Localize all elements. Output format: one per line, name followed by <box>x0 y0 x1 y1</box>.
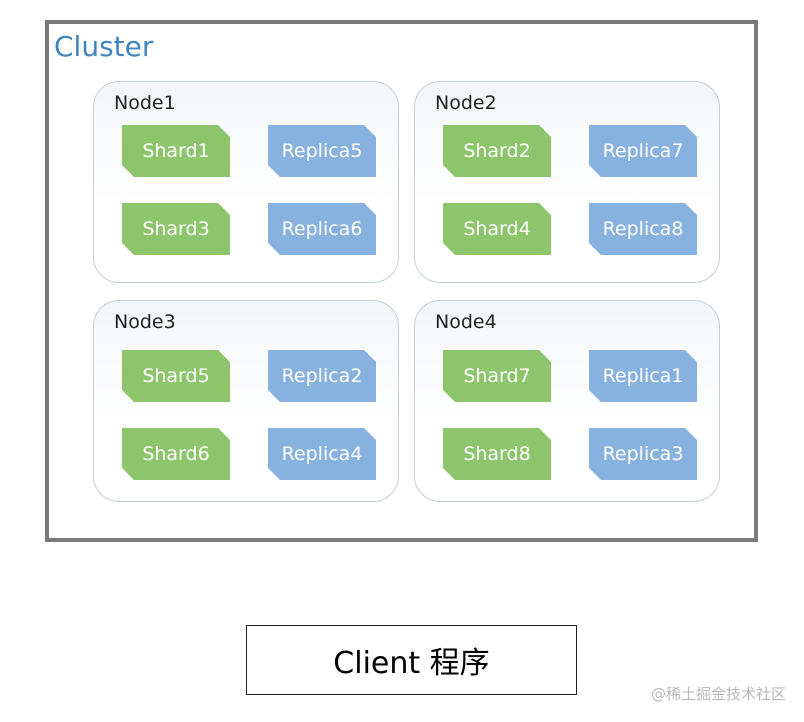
shard-replica: Replica5 <box>268 125 376 177</box>
shard-primary: Shard2 <box>443 125 551 177</box>
node-title: Node2 <box>435 92 497 114</box>
shard-primary: Shard4 <box>443 203 551 255</box>
shard-replica: Replica7 <box>589 125 697 177</box>
shard-primary: Shard1 <box>122 125 230 177</box>
client-box: Client 程序 <box>246 625 577 695</box>
shard-replica: Replica1 <box>589 350 697 402</box>
node-title: Node3 <box>114 311 176 333</box>
node-2: Node2 Shard2 Replica7 Shard4 Replica8 <box>414 81 720 283</box>
shard-replica: Replica3 <box>589 428 697 480</box>
cluster-title: Cluster <box>54 30 154 63</box>
node-3: Node3 Shard5 Replica2 Shard6 Replica4 <box>93 300 399 502</box>
node-title: Node4 <box>435 311 497 333</box>
node-4: Node4 Shard7 Replica1 Shard8 Replica3 <box>414 300 720 502</box>
shard-primary: Shard7 <box>443 350 551 402</box>
shard-primary: Shard6 <box>122 428 230 480</box>
cluster-container: Cluster Node1 Shard1 Replica5 Shard3 Rep… <box>45 20 758 542</box>
node-title: Node1 <box>114 92 176 114</box>
client-label: Client 程序 <box>333 646 490 681</box>
node-1: Node1 Shard1 Replica5 Shard3 Replica6 <box>93 81 399 283</box>
shard-primary: Shard8 <box>443 428 551 480</box>
shard-replica: Replica8 <box>589 203 697 255</box>
shard-primary: Shard3 <box>122 203 230 255</box>
shard-replica: Replica4 <box>268 428 376 480</box>
shard-replica: Replica2 <box>268 350 376 402</box>
watermark: @稀土掘金技术社区 <box>650 685 786 703</box>
shard-primary: Shard5 <box>122 350 230 402</box>
shard-replica: Replica6 <box>268 203 376 255</box>
